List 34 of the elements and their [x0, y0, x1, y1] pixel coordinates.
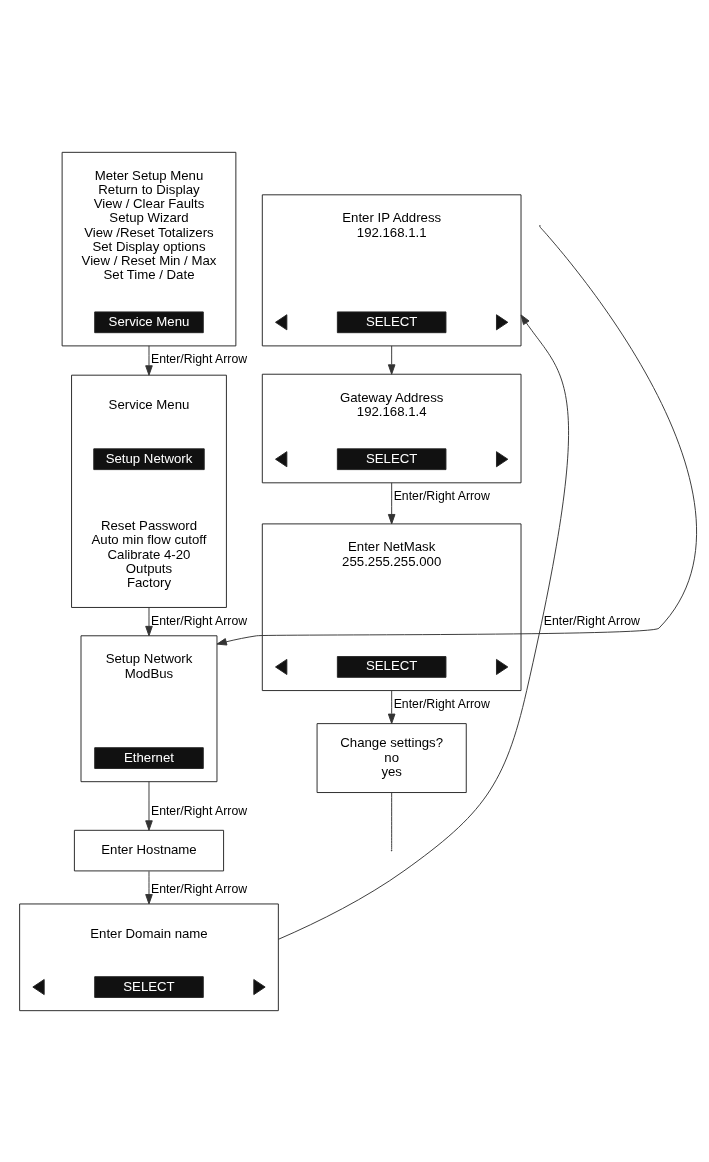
- node-box: Enter Hostname: [73, 829, 225, 871]
- arrow: [387, 344, 396, 375]
- node-triangle: [496, 450, 509, 467]
- node-triangle: [275, 658, 288, 675]
- connector: [391, 791, 393, 850]
- node-box: SELECT: [336, 447, 447, 470]
- node-triangle: [275, 450, 288, 467]
- node-box: SELECT: [336, 655, 447, 678]
- edge-label: Enter/Right Arrow: [393, 696, 490, 711]
- node-box: Service Menu: [94, 310, 204, 333]
- node-triangle: [32, 978, 45, 995]
- arrow: [145, 606, 153, 636]
- node-triangle: [253, 978, 266, 995]
- node-box: Change settings? no yes: [316, 722, 467, 793]
- node-box: SELECT: [336, 310, 447, 333]
- node-box: Setup Network: [93, 447, 205, 470]
- node-box: Ethernet: [94, 746, 204, 769]
- edge-label: Enter/Right Arrow: [543, 613, 640, 628]
- edge-label: Enter/Right Arrow: [150, 613, 248, 628]
- node-box: SELECT: [94, 975, 204, 998]
- arrow: [145, 870, 153, 904]
- edge-label: Enter/Right Arrow: [150, 803, 248, 818]
- arrow: [277, 313, 569, 940]
- edge-label: Enter/Right Arrow: [150, 351, 248, 366]
- node-triangle: [275, 313, 288, 330]
- arrow: [387, 689, 396, 724]
- edge-label: Enter/Right Arrow: [393, 488, 490, 503]
- node-triangle: [496, 658, 509, 675]
- arrow: [216, 226, 696, 645]
- arrow: [387, 481, 396, 524]
- arrow: [145, 780, 153, 831]
- arrow: [145, 344, 153, 376]
- edge-label: Enter/Right Arrow: [150, 881, 248, 896]
- node-triangle: [496, 313, 509, 330]
